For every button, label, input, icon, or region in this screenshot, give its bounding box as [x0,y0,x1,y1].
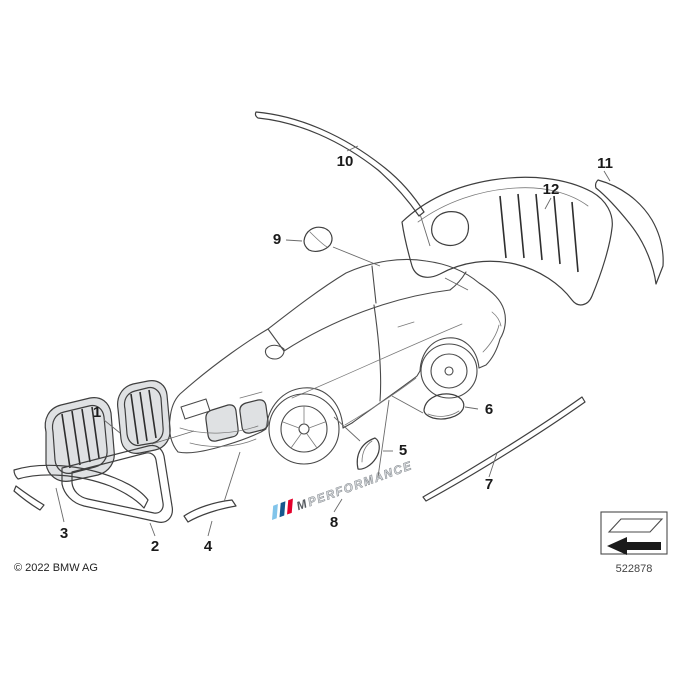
part-label-10[interactable]: 10 [337,153,354,170]
part-drawing-rear-diffuser [401,176,613,306]
front-wheel [268,393,340,465]
vehicle-plane-icon [607,518,664,533]
part-labels: 1 2 3 4 5 6 7 8 9 10 11 12 [60,153,613,555]
part-label-4[interactable]: 4 [204,538,213,555]
part-label-1[interactable]: 1 [93,404,101,421]
part-drawing-front-trim-strip [183,499,237,523]
part-label-11[interactable]: 11 [597,155,613,172]
part-drawing-front-splitter [13,464,149,511]
diagram-id: 522878 [616,563,653,575]
part-label-9[interactable]: 9 [273,231,281,248]
part-label-6[interactable]: 6 [485,401,493,418]
rear-wheel [420,343,478,399]
part-drawing-kidney-grille [44,380,171,482]
copyright-text: © 2022 BMW AG [14,562,98,574]
part-drawing-side-skirt-blade [422,396,586,502]
part-drawing-lower-grille-frame [61,444,173,523]
part-drawing-mirror-cap [423,393,465,420]
decal-performance-text: PERFORMANCE [306,458,415,509]
part-drawing-rear-spoiler [254,111,425,217]
car-illustration [168,259,506,465]
direction-indicator [600,511,668,555]
part-label-7[interactable]: 7 [485,476,493,493]
part-label-8[interactable]: 8 [330,514,338,531]
part-drawing-aero-fin [356,437,380,470]
part-drawing-small-cap [303,226,333,252]
leader-lines [55,145,611,537]
car-mirror [264,344,285,360]
direction-arrow-icon [607,537,661,555]
m-stripes-icon [272,498,293,520]
part-label-3[interactable]: 3 [60,525,68,542]
part-label-5[interactable]: 5 [399,442,407,459]
part-drawing-diffuser-trim [595,179,664,285]
part-label-2[interactable]: 2 [151,538,159,555]
part-drawing-side-decal: M PERFORMANCE [272,458,415,520]
part-label-12[interactable]: 12 [543,181,560,198]
